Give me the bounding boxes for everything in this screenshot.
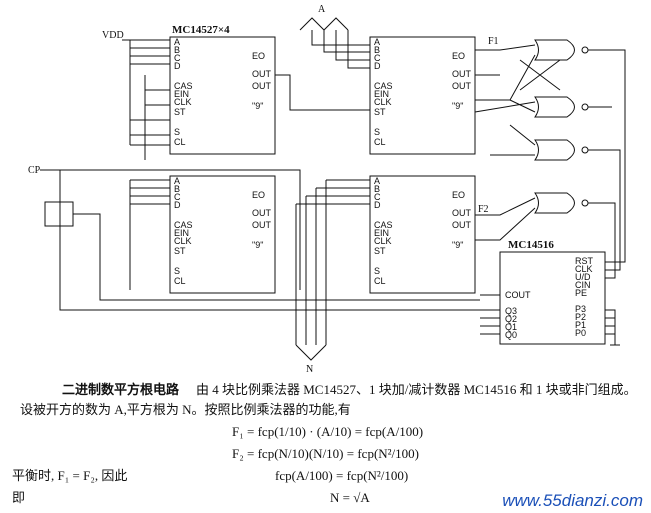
mul-left-pin: ST [174, 107, 186, 117]
counter-right-pin: PE [575, 288, 587, 298]
mul-left-pin: CL [174, 137, 186, 147]
nor-gate-1 [534, 39, 575, 61]
counter-right-pin: P3 [575, 304, 586, 314]
mul-right-pin: EO [252, 190, 265, 200]
mul-left-pin: CAS [374, 220, 393, 230]
nor-gate-3 [534, 139, 575, 161]
nor-gate-4 [534, 192, 575, 214]
mul-right-pin: OUT [252, 220, 272, 230]
counter-left-pin: Q0 [505, 330, 517, 340]
mul-left-pin: A [174, 37, 180, 47]
therefore-text: 即 [12, 490, 26, 505]
mul-left-pin: CL [174, 276, 186, 286]
mul-right-pin: OUT [452, 69, 472, 79]
mul-left-pin: C [374, 192, 381, 202]
mul-left-pin: ST [174, 246, 186, 256]
multiplier-2 [369, 36, 476, 155]
mul-left-pin: S [174, 127, 180, 137]
mul-left-pin: C [374, 53, 381, 63]
multiplier-4 [369, 175, 476, 294]
mul-left-pin: EIN [374, 228, 389, 238]
counter-right-pin: CLK [575, 264, 593, 274]
mul-left-pin: C [174, 192, 181, 202]
mul-right-pin: "9" [452, 101, 463, 111]
mul-right-pin: "9" [252, 240, 263, 250]
mul-right-pin: OUT [252, 69, 272, 79]
mul-left-pin: CLK [174, 97, 192, 107]
mul-left-pin: CL [374, 276, 386, 286]
counter-left-pin: Q1 [505, 322, 517, 332]
mul-left-pin: EIN [174, 89, 189, 99]
equation-balance: fcp(A/100) = fcp(N²/100) [275, 468, 409, 483]
counter-title: MC14516 [508, 239, 554, 251]
counter-left-pin: Q3 [505, 306, 517, 316]
watermark: www.55dianzi.com [502, 491, 643, 510]
mul-left-pin: A [174, 176, 180, 186]
equation-f2: F₂ = fcp(N/10)(N/10) = fcp(N²/100) [232, 446, 419, 461]
mul-left-pin: D [174, 61, 181, 71]
counter-right-pin: P0 [575, 328, 586, 338]
mul-left-pin: CAS [374, 81, 393, 91]
mul-left-pin: S [374, 266, 380, 276]
multiplier-3 [169, 175, 276, 294]
mul-left-pin: B [374, 184, 380, 194]
n-bus-label: N [306, 364, 313, 375]
caption-title: 二进制数平方根电路 [62, 382, 180, 397]
mul-right-pin: OUT [252, 208, 272, 218]
mul-right-pin: EO [252, 51, 265, 61]
mul-right-pin: OUT [452, 81, 472, 91]
caption-line2: 设被开方的数为 A,平方根为 N。按照比例乘法器的功能,有 [20, 402, 351, 417]
a-bus-label: A [318, 4, 326, 15]
mul-left-pin: CLK [374, 236, 392, 246]
counter-right-pin: U/D [575, 272, 591, 282]
vdd-label: VDD [102, 30, 124, 41]
mul-right-pin: OUT [252, 81, 272, 91]
counter-chip [499, 251, 606, 345]
counter-right-pin: CIN [575, 280, 591, 290]
mul-left-pin: EIN [174, 228, 189, 238]
mul-right-pin: EO [452, 190, 465, 200]
mul-right-pin: "9" [452, 240, 463, 250]
f1-label: F1 [488, 36, 499, 47]
counter-right-pin: RST [575, 256, 594, 266]
mul-left-pin: CL [374, 137, 386, 147]
multiplier-title: MC14527×4 [172, 24, 230, 36]
mul-left-pin: CAS [174, 81, 193, 91]
mul-left-pin: A [374, 37, 380, 47]
mul-left-pin: ST [374, 246, 386, 256]
mul-left-pin: CLK [174, 236, 192, 246]
counter-left-pin: Q2 [505, 314, 517, 324]
counter-right-pin: P2 [575, 312, 586, 322]
mul-right-pin: "9" [252, 101, 263, 111]
mul-left-pin: CAS [174, 220, 193, 230]
f2-label: F2 [478, 204, 489, 215]
schematic: ABCDCASEINCLKSTSCLEOOUTOUT"9"ABCDCASEINC… [28, 4, 626, 375]
cp-label: CP [28, 165, 41, 176]
balance-text: 平衡时, F₁ = F₂, 因此 [12, 468, 128, 483]
mul-left-pin: D [374, 61, 381, 71]
mul-right-pin: OUT [452, 208, 472, 218]
mul-left-pin: C [174, 53, 181, 63]
mul-left-pin: S [174, 266, 180, 276]
inverter-box [44, 201, 74, 227]
mul-left-pin: CLK [374, 97, 392, 107]
mul-right-pin: OUT [452, 220, 472, 230]
mul-left-pin: D [174, 200, 181, 210]
multiplier-1 [169, 36, 276, 155]
counter-left-pin: COUT [505, 290, 531, 300]
mul-left-pin: ST [374, 107, 386, 117]
nor-gate-2 [534, 96, 575, 118]
mul-left-pin: S [374, 127, 380, 137]
mul-left-pin: EIN [374, 89, 389, 99]
mul-left-pin: B [174, 184, 180, 194]
mul-left-pin: B [374, 45, 380, 55]
mul-left-pin: D [374, 200, 381, 210]
mul-left-pin: A [374, 176, 380, 186]
result-equation: N = √A [330, 490, 370, 505]
counter-right-pin: P1 [575, 320, 586, 330]
mul-right-pin: EO [452, 51, 465, 61]
mul-left-pin: B [174, 45, 180, 55]
equation-f1: F₁ = fcp(1/10) · (A/10) = fcp(A/100) [232, 424, 424, 439]
caption-line1: 由 4 块比例乘法器 MC14527、1 块加/减计数器 MC14516 和 1… [196, 382, 637, 397]
